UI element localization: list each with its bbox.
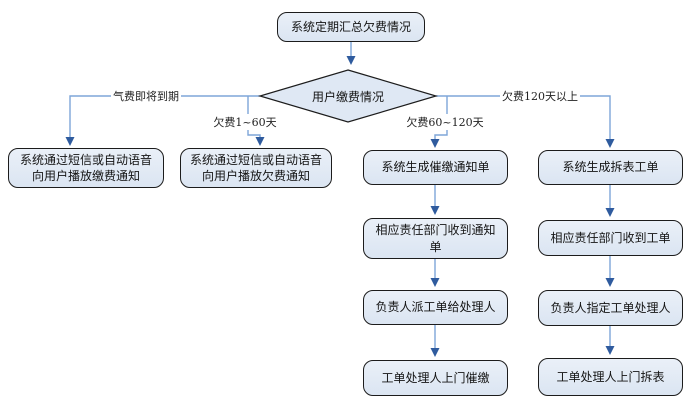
node-start: 系统定期汇总欠费情况 <box>277 12 425 42</box>
node-gen-notice: 系统生成催缴通知单 <box>363 150 508 185</box>
node-assign-order: 负责人派工单给处理人 <box>363 290 508 325</box>
node-dept-notice: 相应责任部门收到通知单 <box>363 218 508 259</box>
edge-label-days-1-60: 欠费1~60天 <box>211 114 279 130</box>
node-designate-handler: 负责人指定工单处理人 <box>538 290 683 326</box>
connector-decision-to-notify-pay <box>65 95 260 146</box>
node-dept-order: 相应责任部门收到工单 <box>538 220 683 256</box>
edge-label-days-120-plus: 欠费120天以上 <box>500 88 580 104</box>
edge-label-days-60-120: 欠费60~120天 <box>404 114 486 130</box>
edge-label-due-soon: 气费即将到期 <box>111 88 181 104</box>
connector-decision-to-gen-removal <box>436 95 615 148</box>
node-notify-arrears: 系统通过短信或自动语音向用户播放欠费通知 <box>180 148 332 188</box>
node-visit-removal: 工单处理人上门拆表 <box>538 358 683 396</box>
node-gen-removal: 系统生成拆表工单 <box>538 150 683 185</box>
node-visit-collect: 工单处理人上门催缴 <box>363 360 508 396</box>
decision-diamond-shape <box>257 69 439 123</box>
node-notify-pay: 系统通过短信或自动语音向用户播放缴费通知 <box>8 148 164 188</box>
node-decision-label: 用户缴费情况 <box>311 89 384 104</box>
